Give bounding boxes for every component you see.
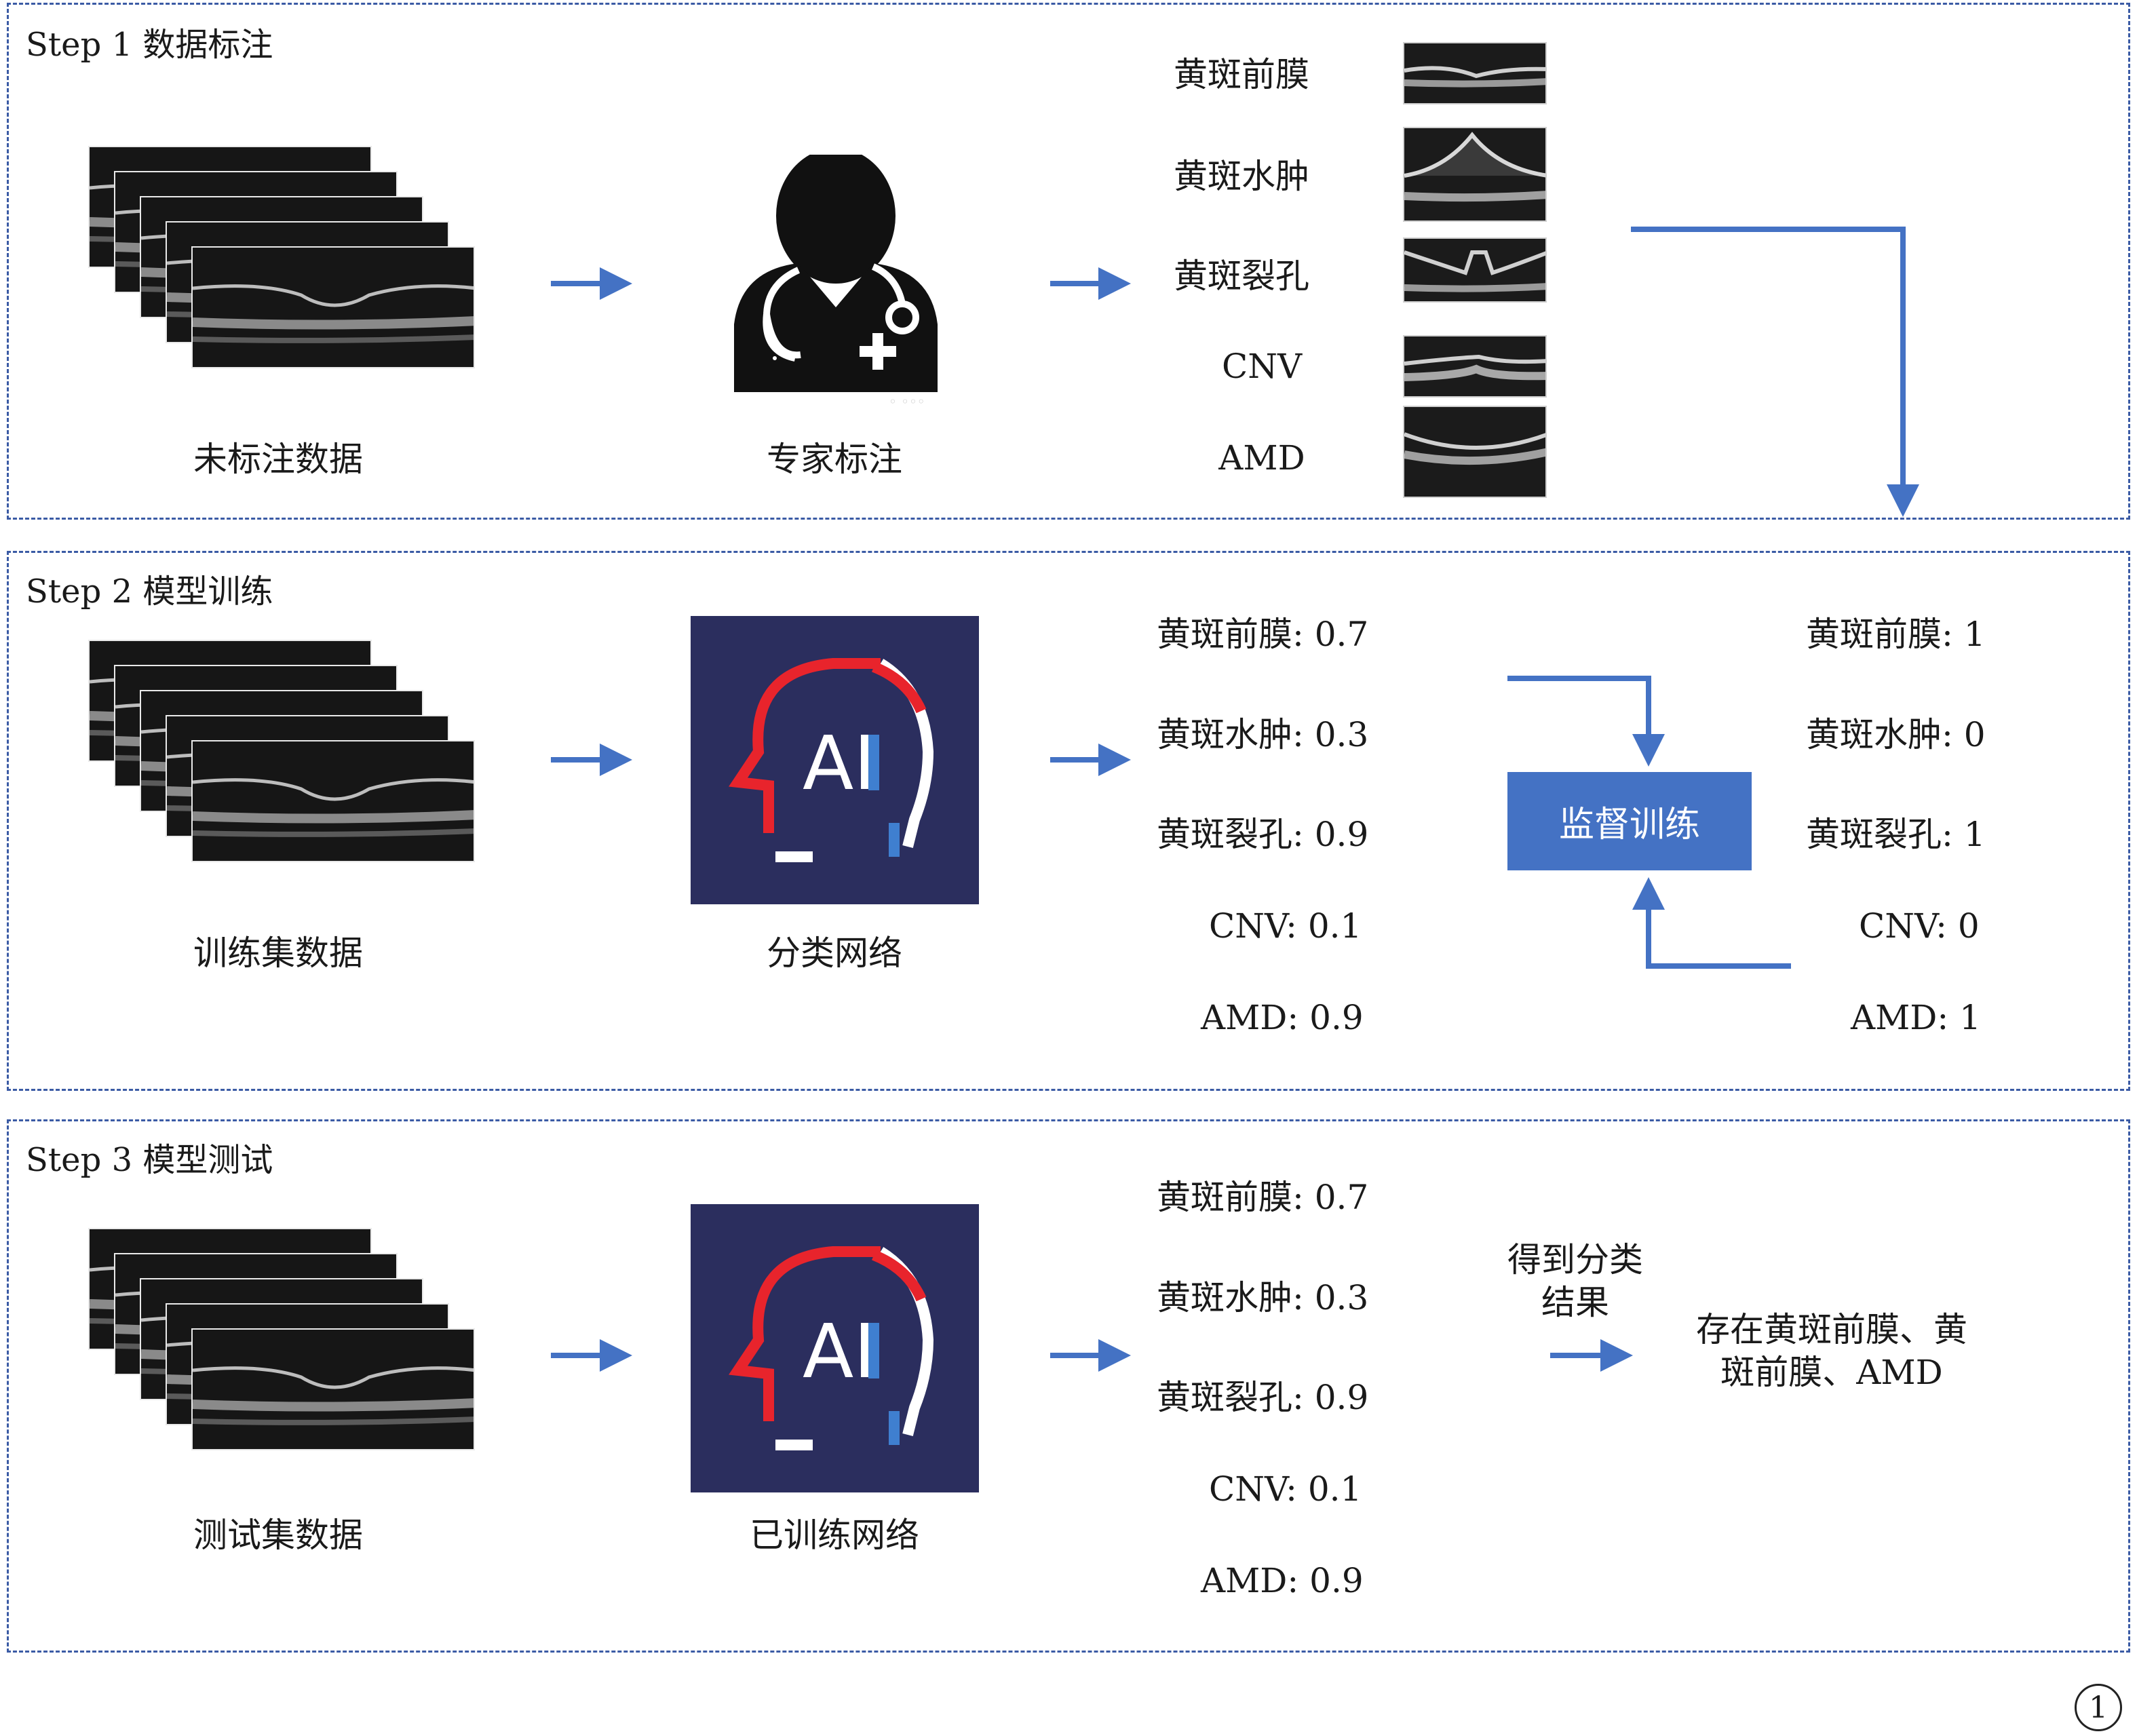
ai-text: AI <box>803 720 876 807</box>
test-prediction-3: 黄斑裂孔: 0.9 <box>1157 1378 1369 1417</box>
ground-truth-5: AMD: 1 <box>1851 998 1981 1037</box>
category-label-1: 黄斑前膜 <box>1174 55 1309 94</box>
test-prediction-4: CNV: 0.1 <box>1209 1469 1362 1509</box>
arrow-predictions-to-supervise <box>1507 676 1665 767</box>
oct-scan-image <box>191 1328 475 1450</box>
prediction-4: CNV: 0.1 <box>1209 906 1362 946</box>
supervised-training-box: 监督训练 <box>1507 772 1752 870</box>
expert-annotation-caption: 专家标注 <box>767 440 902 479</box>
test-prediction-5: AMD: 0.9 <box>1201 1561 1364 1600</box>
test-prediction-1: 黄斑前膜: 0.7 <box>1157 1178 1369 1217</box>
oct-thumb-amd <box>1403 406 1547 498</box>
ai-network-icon-step3: AI <box>691 1204 979 1492</box>
ground-truth-1: 黄斑前膜: 1 <box>1806 615 1986 654</box>
test-set-caption: 测试集数据 <box>193 1516 363 1555</box>
ground-truth-2: 黄斑水肿: 0 <box>1806 715 1986 754</box>
category-label-4: CNV <box>1221 347 1303 386</box>
oct-thumb-macular-hole <box>1403 237 1547 303</box>
test-prediction-2: 黄斑水肿: 0.3 <box>1157 1278 1369 1317</box>
oct-thumb-macular-edema <box>1403 127 1547 222</box>
ground-truth-4: CNV: 0 <box>1859 906 1980 946</box>
category-label-3: 黄斑裂孔 <box>1174 256 1309 296</box>
category-label-2: 黄斑水肿 <box>1174 157 1309 196</box>
ai-network-icon-step2: AI <box>691 616 979 904</box>
step2-panel <box>7 551 2130 1091</box>
result-arrow-label-line2: 结果 <box>1541 1283 1609 1322</box>
ai-text: AI <box>803 1308 876 1395</box>
prediction-5: AMD: 0.9 <box>1201 998 1364 1037</box>
step1-title: Step 1 数据标注 <box>26 26 273 64</box>
oct-scan-image <box>191 246 475 368</box>
step2-title: Step 2 模型训练 <box>26 573 273 611</box>
oct-thumb-epiretinal-membrane <box>1403 42 1547 104</box>
classification-network-caption: 分类网络 <box>767 933 902 973</box>
step3-title: Step 3 模型测试 <box>26 1141 273 1179</box>
figure-number: 1 <box>2075 1684 2122 1731</box>
oct-thumb-cnv <box>1403 335 1547 398</box>
oct-scan-image <box>191 740 475 862</box>
result-text-line2: 斑前膜、AMD <box>1720 1353 1943 1392</box>
result-text-line1: 存在黄斑前膜、黄 <box>1696 1310 1967 1349</box>
watermark-mark: ◦ ◦◦◦ <box>889 393 925 410</box>
prediction-2: 黄斑水肿: 0.3 <box>1157 715 1369 754</box>
prediction-3: 黄斑裂孔: 0.9 <box>1157 815 1369 854</box>
arrow-step1-to-step2 <box>1631 227 1919 517</box>
step3-panel <box>7 1119 2130 1653</box>
result-arrow-label-line1: 得到分类 <box>1507 1240 1643 1279</box>
training-set-caption: 训练集数据 <box>193 933 363 973</box>
doctor-icon <box>734 155 938 392</box>
category-label-5: AMD <box>1218 438 1305 478</box>
unlabeled-data-caption: 未标注数据 <box>193 440 363 479</box>
step1-panel <box>7 3 2130 520</box>
trained-network-caption: 已训练网络 <box>750 1516 919 1555</box>
arrow-truth-to-supervise <box>1632 877 1791 969</box>
ground-truth-3: 黄斑裂孔: 1 <box>1806 815 1986 854</box>
prediction-1: 黄斑前膜: 0.7 <box>1157 615 1369 654</box>
